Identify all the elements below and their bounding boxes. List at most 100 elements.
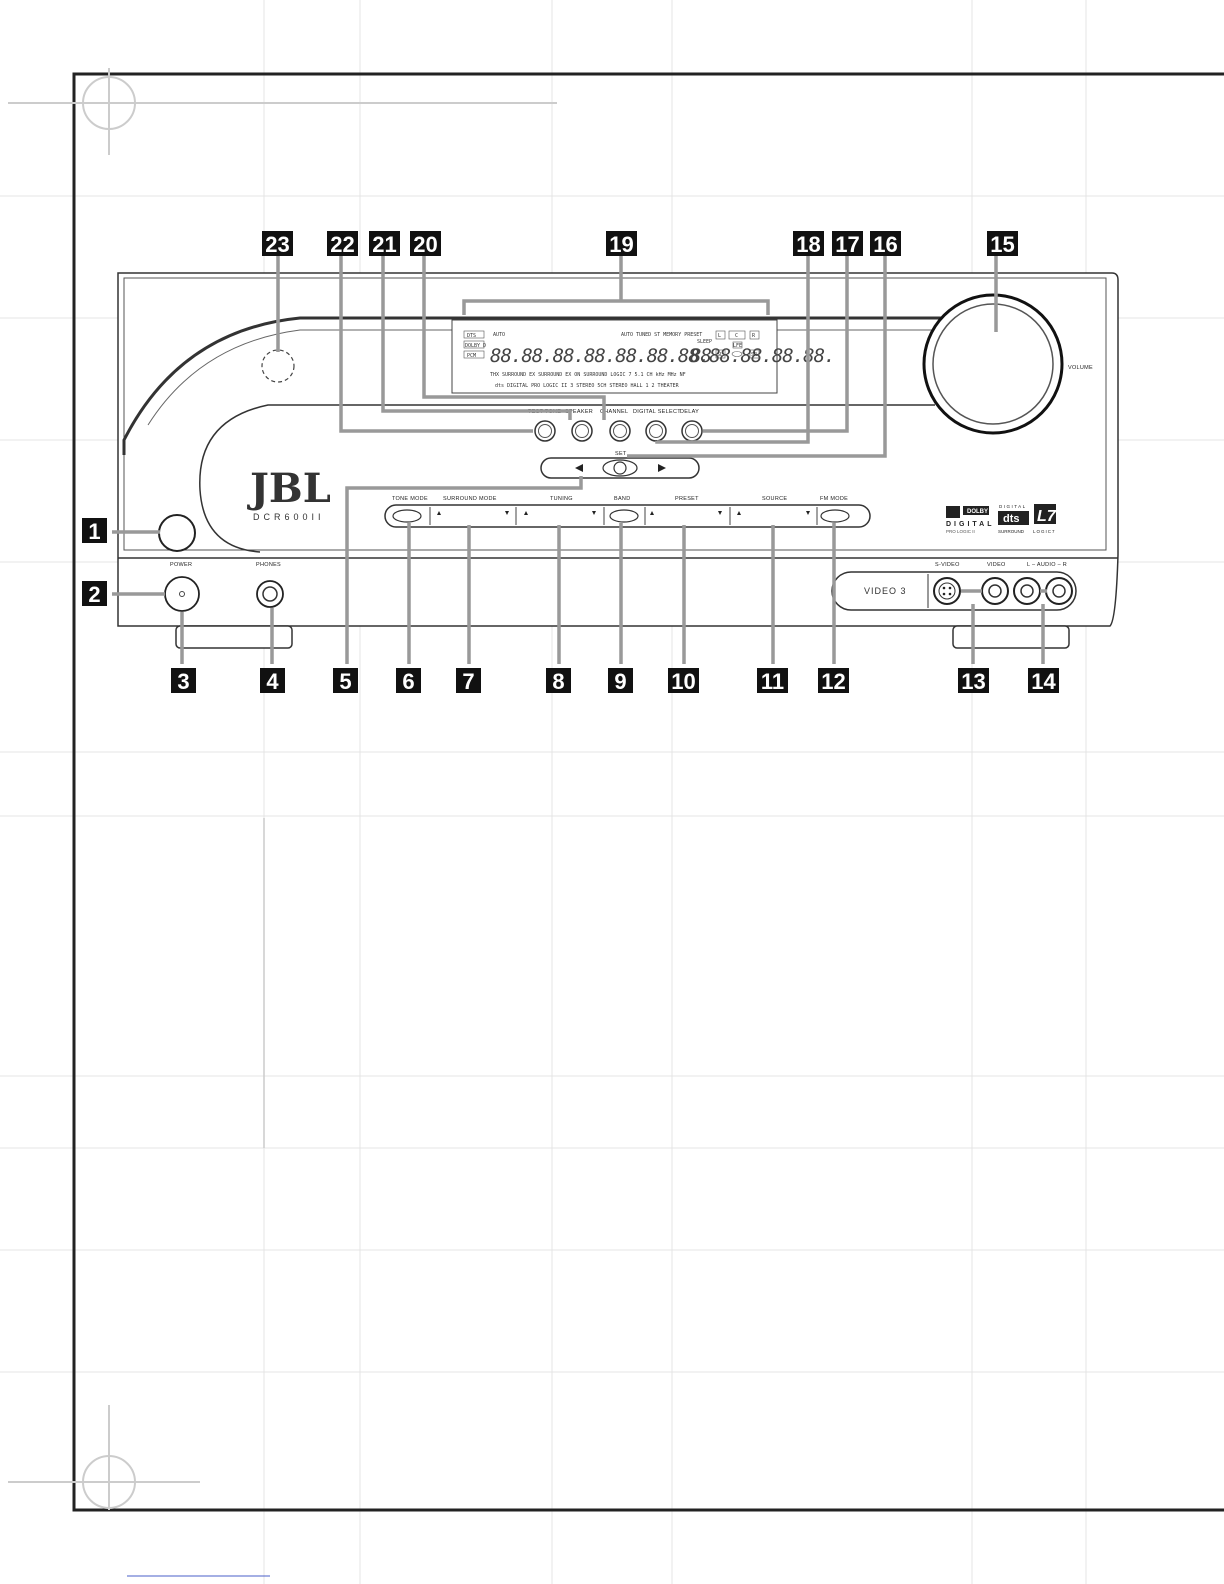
display-indicator-dolby: DOLBY D [465, 343, 486, 349]
power-label: POWER [170, 562, 192, 568]
svg-text:2: 2 [88, 582, 100, 607]
phones-label: PHONES [256, 562, 281, 568]
set-right-arrow[interactable] [658, 464, 666, 472]
set-label: SET [615, 451, 627, 457]
svg-text:9: 9 [614, 669, 626, 694]
volume-knob[interactable] [922, 293, 1064, 435]
callout-11: 11 [757, 668, 788, 694]
svg-text:8: 8 [552, 669, 564, 694]
source-rocker[interactable] [737, 511, 810, 515]
digital-select-button[interactable] [645, 420, 667, 442]
fm-mode-button[interactable] [820, 509, 850, 523]
tone-mode-button[interactable] [392, 509, 422, 523]
speaker-label: SPEAKER [565, 409, 593, 415]
dolby-logo: DOLBY DIGITAL PRO LOGIC II [946, 506, 991, 534]
audio-label: L – AUDIO – R [1027, 562, 1067, 568]
dts-logo: DIGITAL dts SURROUND [998, 504, 1029, 534]
svg-text:14: 14 [1031, 669, 1056, 694]
svg-text:23: 23 [265, 232, 289, 257]
source-label: SOURCE [762, 496, 787, 502]
svg-text:10: 10 [671, 669, 695, 694]
callout-21: 21 [369, 231, 400, 257]
test-tone-button[interactable] [534, 420, 556, 442]
audio-right-jack[interactable] [1045, 577, 1073, 605]
dts-top-text: DIGITAL [999, 504, 1027, 509]
logic7-text: LOGIC7 [1033, 529, 1056, 534]
speaker-letter-lfe: LFE [733, 343, 742, 349]
callout-19: 19 [606, 231, 637, 257]
svg-text:20: 20 [413, 232, 437, 257]
surround-mode-rocker[interactable] [437, 511, 509, 515]
callout-15: 15 [987, 231, 1018, 257]
receiver-body [117, 272, 1119, 649]
callout-10: 10 [668, 668, 699, 694]
model-name: DCR600II [253, 512, 325, 522]
callout-13: 13 [958, 668, 989, 694]
speaker-letter-sr: SR [751, 352, 758, 358]
tuning-label: TUNING [550, 496, 573, 502]
remote-sensor-window [261, 349, 295, 383]
dolby-text: DOLBY [967, 509, 988, 515]
standby-on-button[interactable] [164, 576, 200, 612]
display-small-digits: 88 [690, 345, 711, 367]
logic7-mark: L7 [1037, 508, 1057, 525]
svg-text:18: 18 [796, 232, 820, 257]
callout-8: 8 [546, 668, 571, 694]
svg-text:6: 6 [402, 669, 414, 694]
leader-lines [112, 256, 1047, 664]
callout-20: 20 [410, 231, 441, 257]
set-button[interactable] [602, 459, 638, 477]
svg-text:22: 22 [330, 232, 354, 257]
callout-18: 18 [793, 231, 824, 257]
fm-mode-label: FM MODE [820, 496, 848, 502]
delay-button[interactable] [681, 420, 703, 442]
callout-1: 1 [82, 518, 107, 544]
registration-mark-bottom [8, 1405, 200, 1510]
svideo-jack[interactable] [933, 577, 961, 605]
svg-text:17: 17 [835, 232, 859, 257]
svg-text:4: 4 [266, 669, 279, 694]
svg-text:19: 19 [609, 232, 633, 257]
svg-text:3: 3 [177, 669, 189, 694]
power-switch[interactable] [158, 514, 196, 552]
brand-logo: JBL [247, 465, 331, 512]
speaker-position-grid [715, 330, 760, 359]
headphone-jack[interactable] [256, 580, 284, 608]
volume-label: VOLUME [1068, 365, 1093, 371]
callout-3: 3 [171, 668, 196, 694]
display-row2: THX SURROUND EX SURROUND EX ON SURROUND … [490, 372, 686, 378]
dts-sub-text: SURROUND [998, 529, 1025, 534]
speaker-button[interactable] [571, 420, 593, 442]
channel-button[interactable] [609, 420, 631, 442]
page-frame [72, 72, 1224, 1512]
svg-text:5: 5 [339, 669, 351, 694]
logic7-logo: L7 LOGIC7 [1033, 504, 1057, 534]
surround-mode-label: SURROUND MODE [443, 496, 497, 502]
callout-17: 17 [832, 231, 863, 257]
speaker-letter-sl: SL [717, 352, 723, 358]
speaker-letter-r: R [752, 333, 756, 339]
set-left-arrow[interactable] [575, 464, 583, 472]
tone-mode-label: TONE MODE [392, 496, 428, 502]
registration-mark-top [8, 68, 557, 155]
svg-text:21: 21 [372, 232, 396, 257]
callout-5: 5 [333, 668, 358, 694]
display-top-row: AUTO TUNED ST MEMORY PRESET [621, 332, 702, 338]
callout-16: 16 [870, 231, 901, 257]
video-label: VIDEO [987, 562, 1006, 568]
audio-left-jack[interactable] [1013, 577, 1041, 605]
speaker-letter-c: C [735, 333, 738, 339]
composite-video-jack[interactable] [981, 577, 1009, 605]
preset-rocker[interactable] [650, 511, 722, 515]
callout-12: 12 [818, 668, 849, 694]
svideo-label: S-VIDEO [935, 562, 960, 568]
speaker-letter-l: L [718, 333, 721, 339]
tuning-rocker[interactable] [524, 511, 596, 515]
delay-label: DELAY [680, 409, 699, 415]
callout-2: 2 [82, 581, 107, 607]
band-button[interactable] [609, 509, 639, 523]
dts-text: dts [1003, 513, 1020, 525]
callout-9: 9 [608, 668, 633, 694]
